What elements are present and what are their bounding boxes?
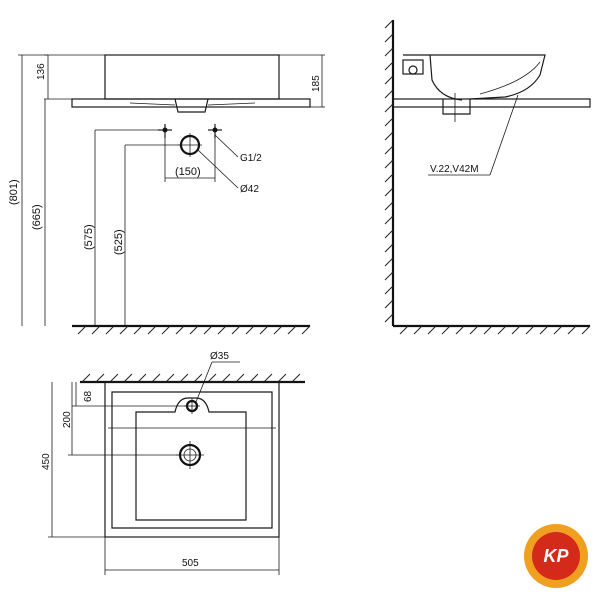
drain-diameter-label: Ø42	[240, 184, 259, 195]
floor-hatching	[77, 325, 311, 335]
dim-68: 68	[83, 390, 94, 402]
tap-body	[402, 59, 424, 75]
side-drain	[442, 99, 471, 115]
brand-logo: KP	[524, 524, 588, 588]
basin-outline	[104, 381, 280, 538]
dim-136: 136	[36, 63, 47, 80]
top-view: Ø35 68 200 450 505	[41, 351, 305, 575]
logo-inner-disc	[532, 532, 580, 580]
dim-525: (525)	[113, 229, 125, 255]
side-countertop	[392, 98, 591, 108]
logo-text: KP	[543, 546, 569, 566]
front-view: G1/2 Ø42 (150) 136 185 (801) (665) (575)…	[8, 54, 325, 335]
countertop	[71, 98, 311, 108]
drain-outlet	[174, 98, 209, 113]
dim-450: 450	[41, 453, 52, 470]
basin-bowl	[135, 397, 247, 521]
basin-rim	[111, 391, 273, 529]
side-view: V.22,V42M	[384, 19, 591, 335]
dim-185: 185	[311, 75, 322, 92]
basin-outer-profile	[403, 54, 546, 100]
dim-150: (150)	[175, 166, 201, 178]
dim-200: 200	[62, 411, 73, 428]
dim-505: 505	[182, 558, 199, 569]
wall-hatching	[384, 19, 394, 323]
basin-inner-profile	[429, 54, 463, 101]
thread-label: G1/2	[240, 153, 262, 164]
dim-801: (801)	[8, 179, 20, 205]
tap-hole-diameter: Ø35	[210, 351, 229, 362]
water-connection-right	[208, 124, 222, 138]
side-floor-hatching	[399, 325, 591, 335]
part-code-label: V.22,V42M	[430, 164, 479, 175]
water-connection-left	[158, 124, 172, 138]
top-wall-hatching	[81, 373, 301, 383]
dim-665: (665)	[31, 204, 43, 230]
basin-body	[104, 54, 280, 100]
dim-575: (575)	[83, 224, 95, 250]
